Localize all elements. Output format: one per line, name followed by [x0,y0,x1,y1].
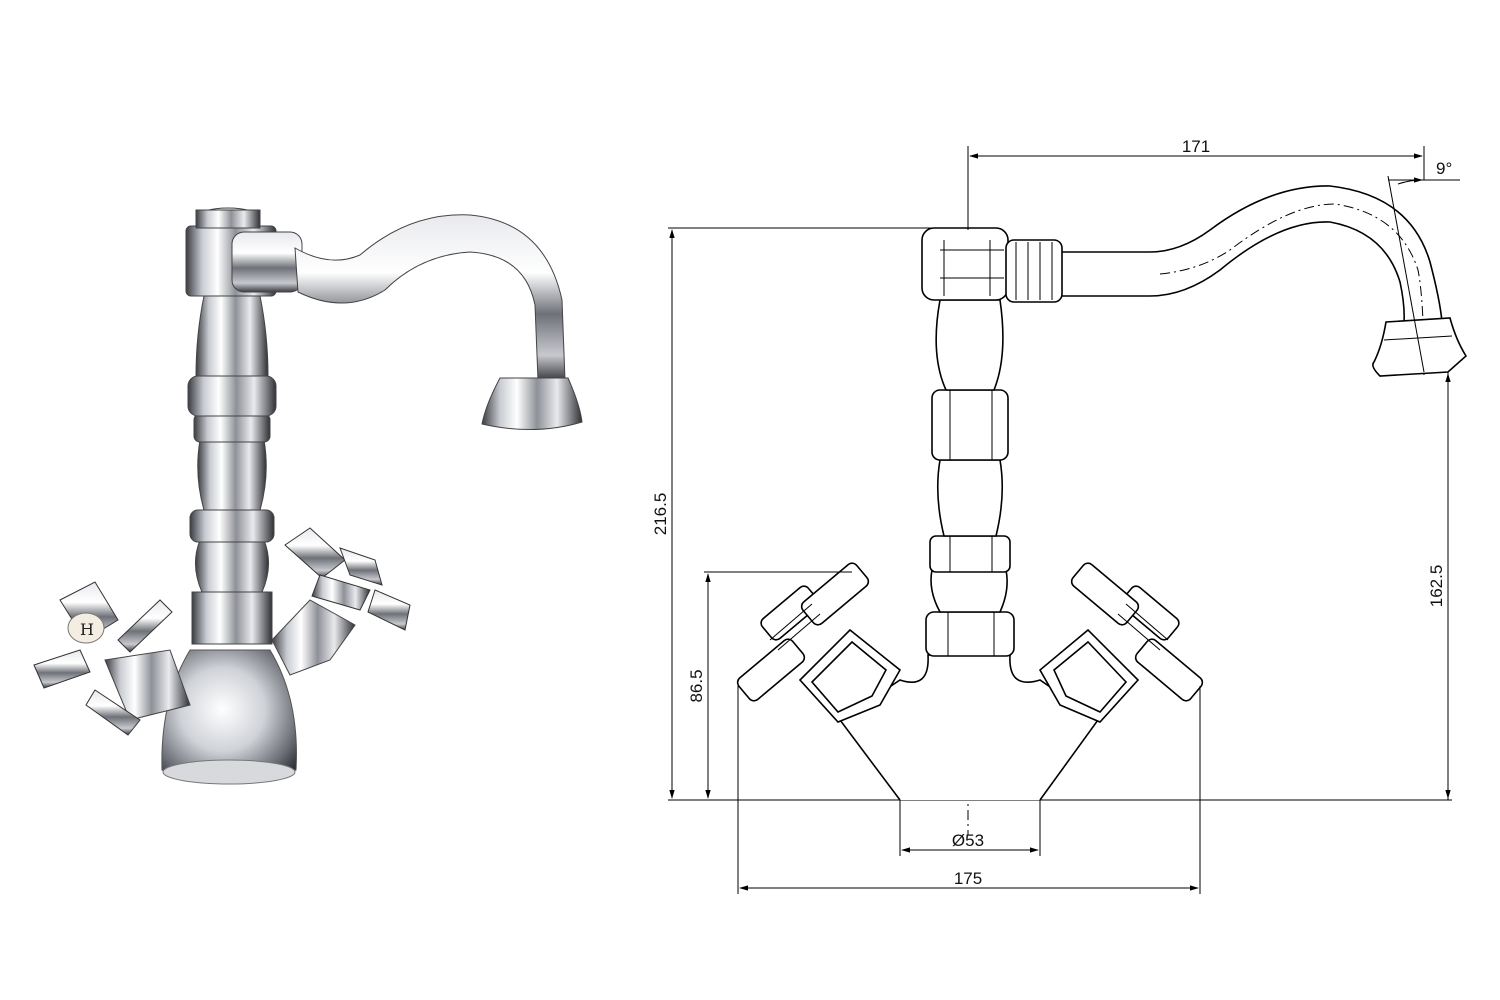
dim-handle-height-label: 86.5 [687,669,706,702]
spout-tip [481,377,583,431]
drawing-right-handle [1038,562,1204,723]
dim-spout-height: 162.5 [1427,372,1451,800]
dim-base-diameter-label: Ø53 [952,831,984,850]
cold-handle [271,527,411,676]
dim-base-diameter: Ø53 [899,800,1041,856]
dim-total-height: 216.5 [651,229,675,799]
dim-overall-width-label: 175 [954,869,982,888]
hot-handle: H [33,581,191,736]
dim-handle-height: 86.5 [687,571,852,799]
dim-total-height-label: 216.5 [651,493,670,536]
drawing-column [921,227,1063,657]
dim-spout-reach: 171 [967,137,1425,230]
dim-spout-angle-label: 9° [1436,159,1452,178]
dim-spout-reach-label: 171 [1182,137,1210,156]
hot-badge [67,612,105,644]
hot-badge-letter: H [80,620,94,639]
dim-spout-angle: 9° [1387,159,1460,373]
faucet-spout [294,214,566,381]
dim-overall-width: 175 [737,686,1201,894]
faucet-photo: H [33,207,583,785]
dim-spout-height-label: 162.5 [1427,565,1446,608]
drawing-spout [1062,185,1468,377]
faucet-column [185,207,303,645]
drawing-left-handle [736,562,902,723]
technical-drawing: 171 9° 216.5 162.5 86.5 [651,137,1468,894]
